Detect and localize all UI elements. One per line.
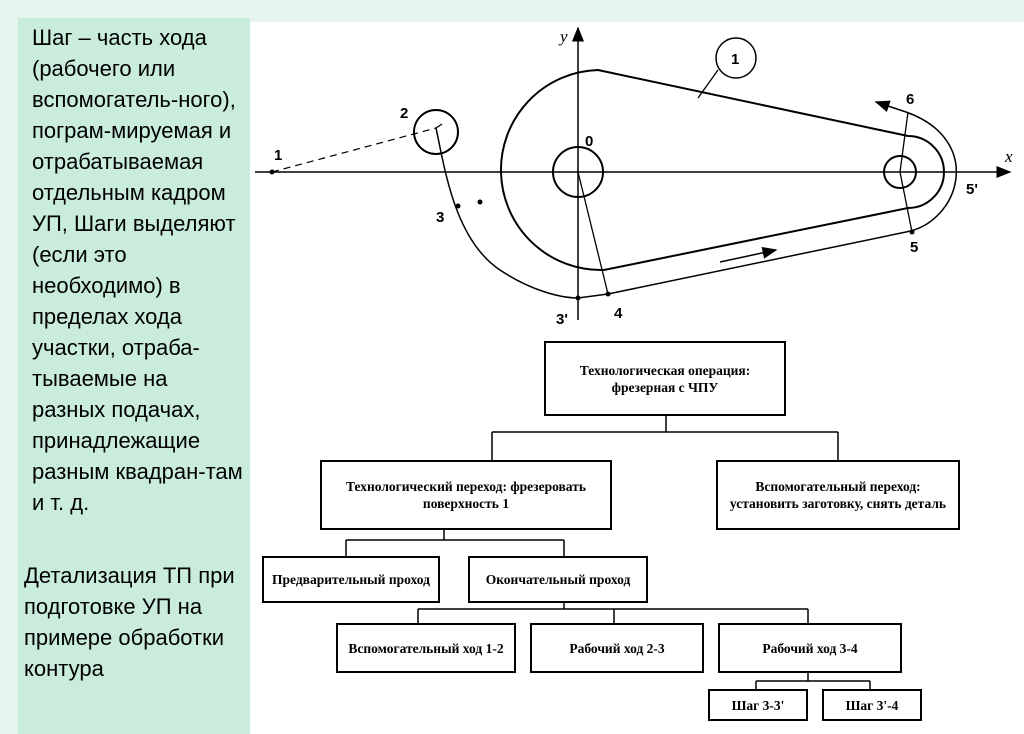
tool-path: [435, 111, 958, 299]
point-5: [909, 229, 915, 235]
tree-pass-preliminary: Предварительный проход: [262, 556, 440, 603]
label-point-1: 1: [274, 147, 282, 164]
cutter-circle: [413, 109, 459, 155]
radius-line-6: [899, 111, 909, 173]
tool-path-end: [874, 100, 907, 113]
callout-leader: [697, 69, 719, 99]
sidebar-panel: [18, 18, 250, 734]
x-axis-label: x: [1004, 147, 1013, 166]
label-point-0: 0: [585, 133, 593, 150]
cutter-radius: [435, 123, 443, 129]
label-point-4: 4: [614, 305, 623, 322]
label-point-5-prime: 5': [966, 181, 978, 198]
tree-step-3-3prime: Шаг 3-3': [708, 689, 808, 721]
radius-line-4: [577, 171, 609, 295]
callout-circle: [715, 37, 757, 79]
point-3: [455, 203, 461, 209]
tree-transition-main: Технологический переход: фрезеровать пов…: [320, 460, 612, 530]
feed-arrow: [719, 246, 778, 263]
point-contour-mid: [477, 199, 483, 205]
tree-root-operation: Технологическая операция: фрезерная с ЧП…: [544, 341, 786, 416]
callout-label: 1: [731, 51, 739, 68]
right-hole: [883, 155, 917, 189]
tree-step-3prime-4: Шаг 3'-4: [822, 689, 922, 721]
tree-pass-final: Окончательный проход: [468, 556, 648, 603]
part-contour: [500, 68, 945, 272]
tree-move-aux: Вспомогательный ход 1-2: [336, 623, 516, 673]
label-point-2: 2: [400, 105, 408, 122]
point-4: [605, 291, 611, 297]
point-1: [269, 169, 275, 175]
point-3-prime: [575, 295, 581, 301]
detailing-caption: Детализация ТП при подготовке УП на прим…: [24, 563, 235, 681]
radius-line-5: [899, 171, 913, 233]
tree-move-work-2-3: Рабочий ход 2-3: [530, 623, 704, 673]
y-axis-label: y: [558, 27, 568, 46]
label-point-3: 3: [436, 209, 444, 226]
center-hole: [552, 146, 604, 198]
label-point-5: 5: [910, 239, 918, 256]
rapid-approach-path: [271, 127, 437, 173]
tree-transition-aux: Вспомогательный переход: установить заго…: [716, 460, 960, 530]
tree-connectors: [345, 416, 871, 689]
label-point-6: 6: [906, 91, 914, 108]
step-definition-text: Шаг – часть хода (рабочего или вспомогат…: [32, 25, 243, 515]
tree-move-work-3-4: Рабочий ход 3-4: [718, 623, 902, 673]
label-point-3-prime: 3': [556, 311, 568, 328]
